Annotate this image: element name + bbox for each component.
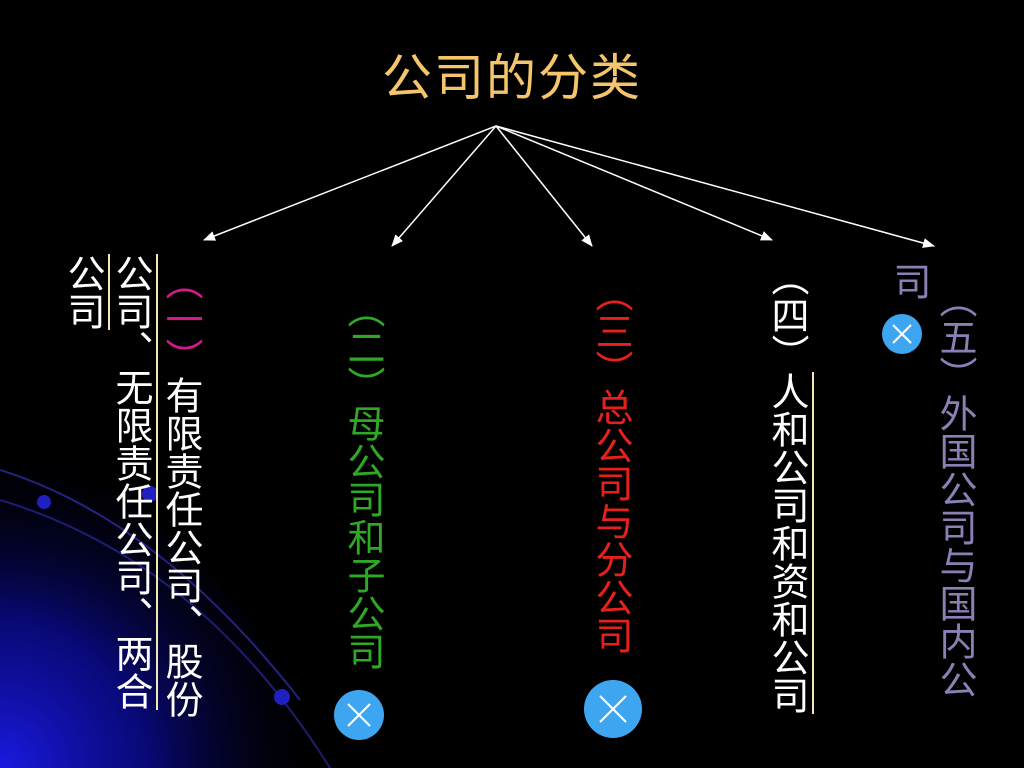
category-1-line-1: （一）有限责任公司、股份 xyxy=(158,262,204,718)
category-5-text: 外国公司与国内公 xyxy=(933,394,977,698)
category-1-line-2: 公司、无限责任公司、两合 xyxy=(108,254,158,710)
decor-dot xyxy=(274,689,290,705)
arrow-to-category-3 xyxy=(495,125,593,247)
category-1-number: （一） xyxy=(159,262,203,376)
arrow-to-category-4 xyxy=(495,125,773,241)
category-3-marker-circle-x-icon xyxy=(584,680,642,738)
category-2-marker-circle-x-icon xyxy=(334,690,384,740)
category-1-line-3: 公司 xyxy=(60,254,110,330)
category-2-number: （二） xyxy=(341,290,385,404)
arrow-to-category-2 xyxy=(391,125,497,247)
category-5-number: （五） xyxy=(933,280,977,394)
category-5-overflow-text: 司 xyxy=(887,262,931,300)
category-2: （二）母公司和子公司 xyxy=(340,290,386,670)
arrow-to-category-1 xyxy=(203,125,497,241)
decor-dot xyxy=(37,495,51,509)
slide-title: 公司的分类 xyxy=(382,49,642,107)
decor-dot xyxy=(142,486,158,502)
category-4-text: 人和公司和资和公司 xyxy=(764,372,814,714)
category-5-marker-circle-x-icon xyxy=(882,314,922,354)
category-3-number: （三） xyxy=(589,274,633,388)
decor-curve xyxy=(0,499,331,768)
category-4-number: （四） xyxy=(765,258,809,372)
category-3: （三）总公司与分公司 xyxy=(588,274,634,654)
category-5: （五）外国公司与国内公 xyxy=(932,280,978,698)
category-2-text: 母公司和子公司 xyxy=(341,404,385,670)
category-1-text-1: 有限责任公司、股份 xyxy=(159,376,203,718)
arrow-to-category-5 xyxy=(495,125,935,248)
category-4: （四）人和公司和资和公司 xyxy=(764,258,814,714)
decor-curve xyxy=(0,469,301,701)
blue-glow-shape xyxy=(0,440,330,768)
category-3-text: 总公司与分公司 xyxy=(589,388,633,654)
